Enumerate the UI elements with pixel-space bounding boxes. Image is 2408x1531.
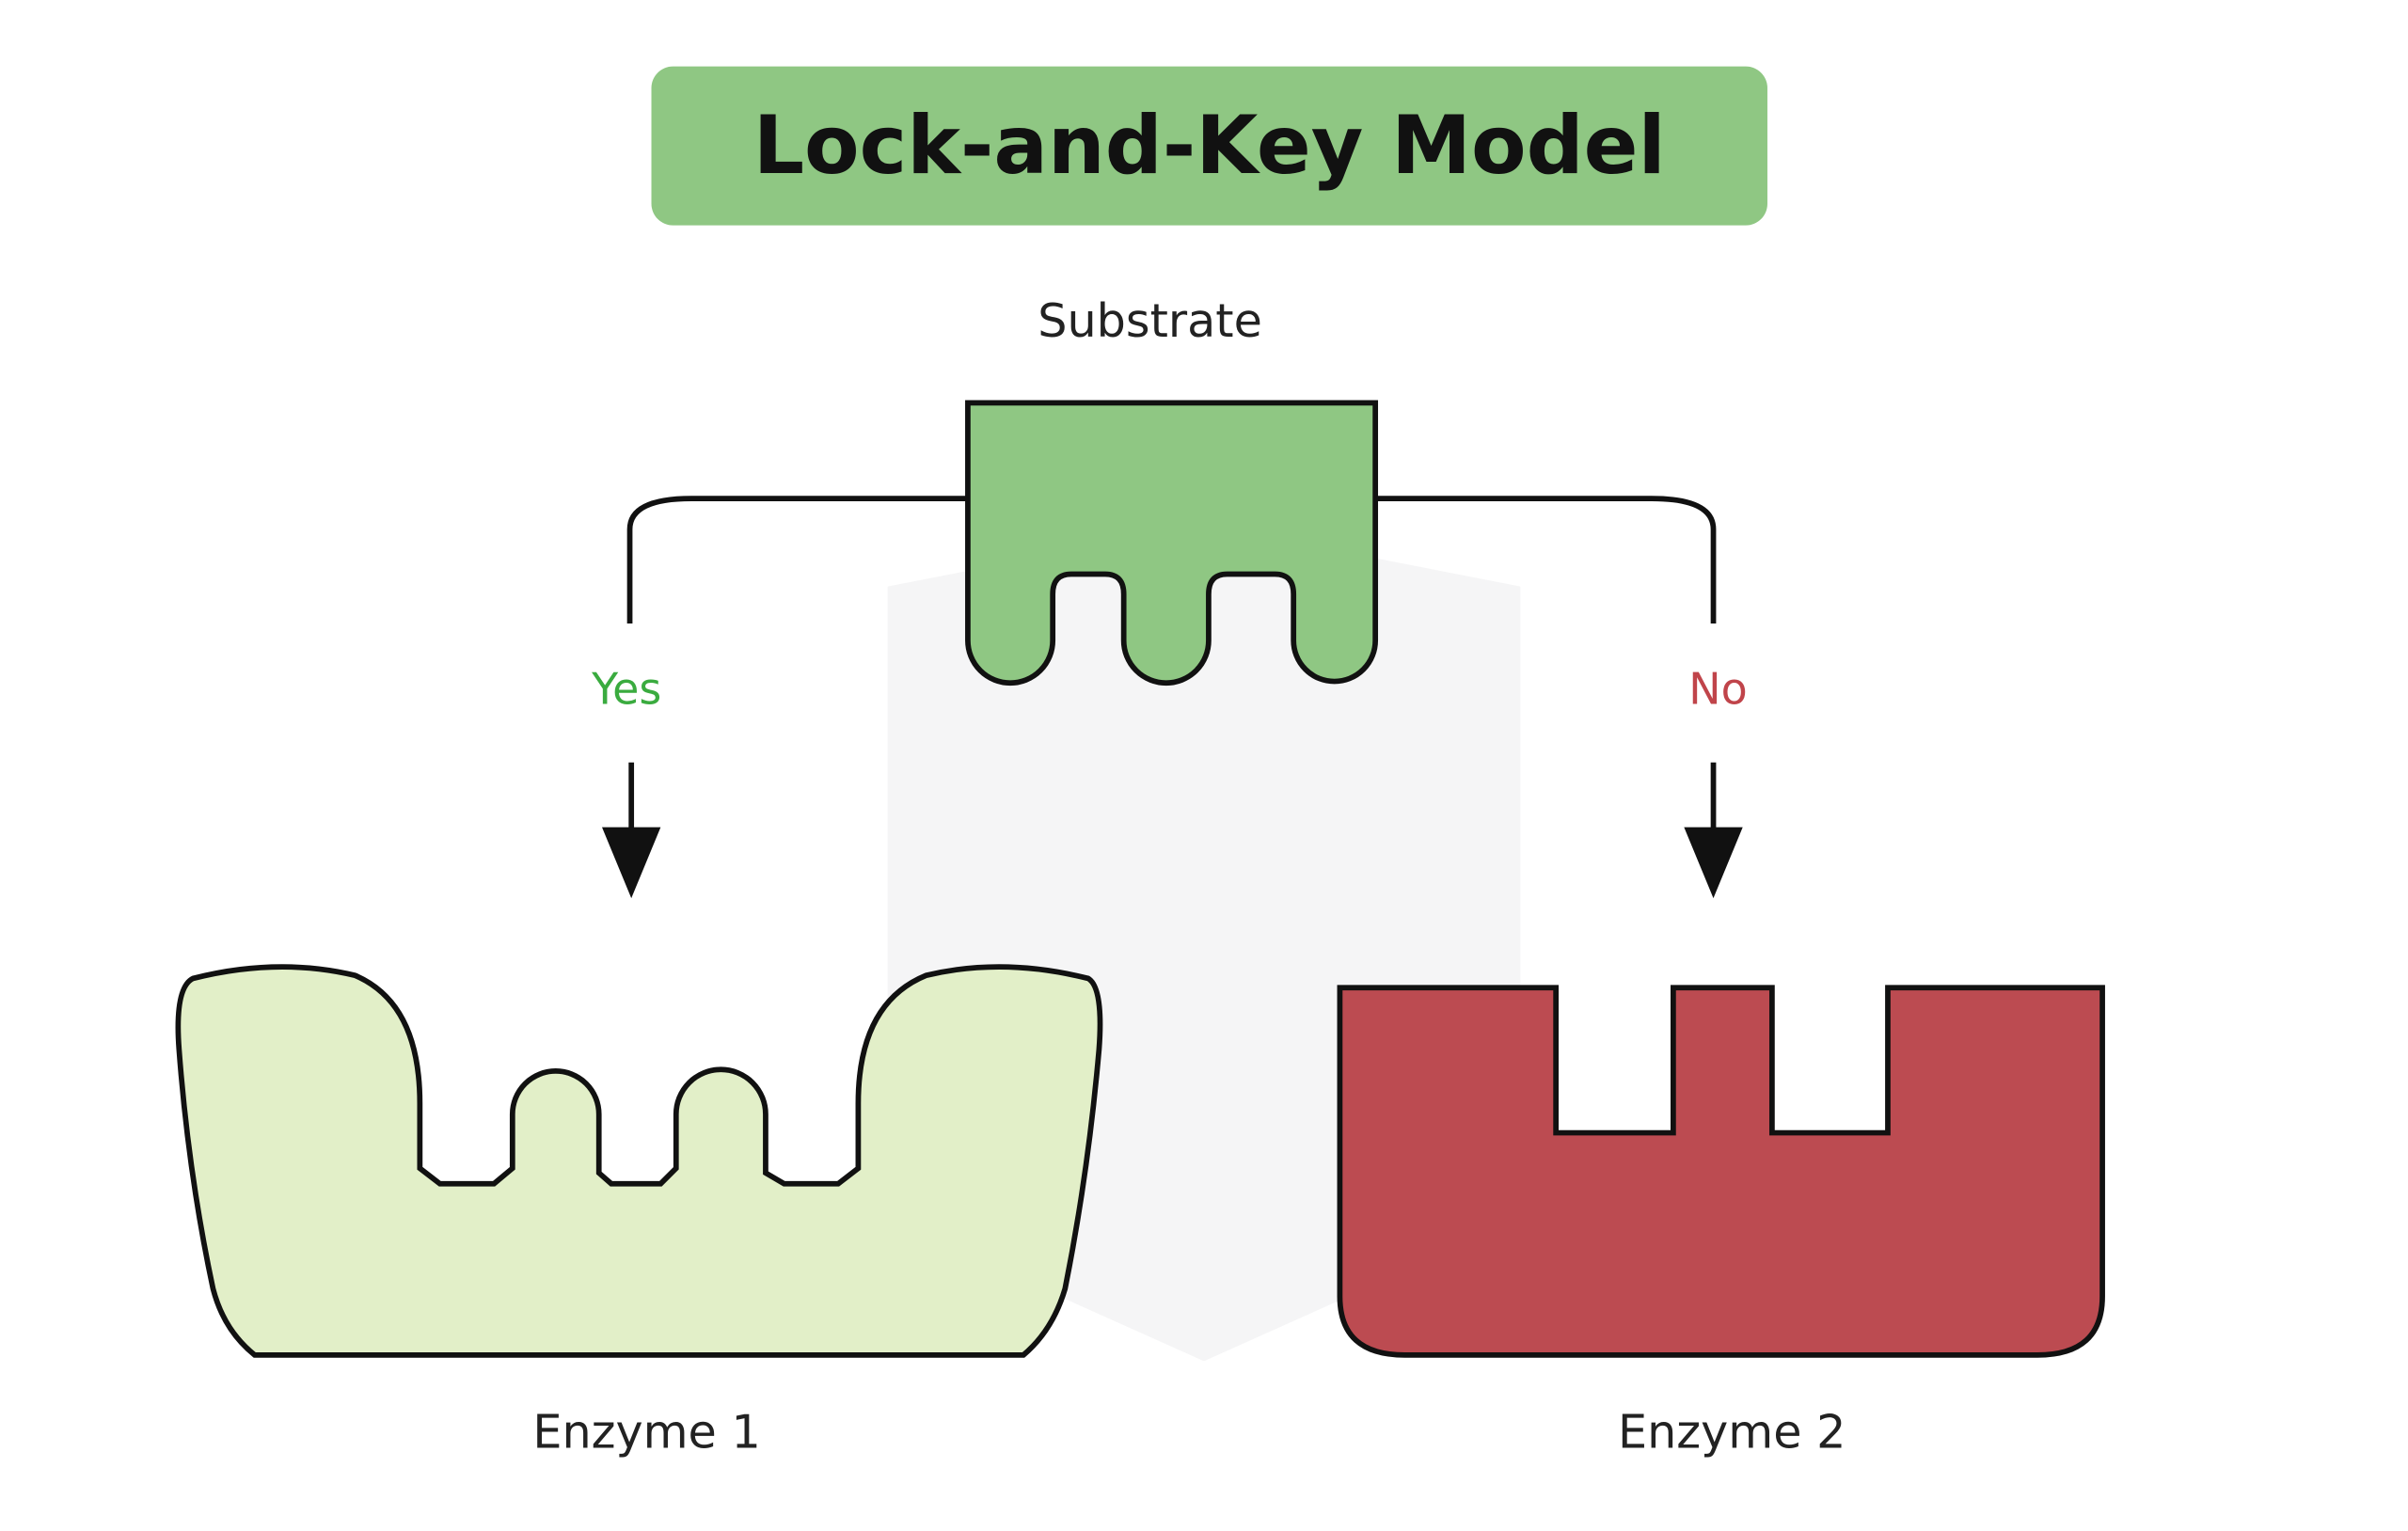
enzyme2-label: Enzyme 2 — [1618, 1404, 1846, 1459]
no-arrow-head-icon — [1684, 827, 1743, 899]
substrate-shape — [965, 400, 1379, 687]
title-banner: Lock-and-Key Model — [651, 66, 1767, 226]
yes-arrow-head-icon — [602, 827, 661, 899]
enzyme1-label: Enzyme 1 — [532, 1404, 760, 1459]
enzyme2-shape — [1337, 985, 2105, 1358]
no-connector — [1337, 496, 1717, 624]
diagram-title: Lock-and-Key Model — [753, 100, 1666, 193]
substrate-label: Substrate — [1038, 293, 1262, 348]
enzyme1-shape — [175, 964, 1103, 1358]
yes-label: Yes — [591, 663, 661, 714]
no-label: No — [1688, 663, 1747, 714]
yes-connector — [626, 496, 1008, 624]
